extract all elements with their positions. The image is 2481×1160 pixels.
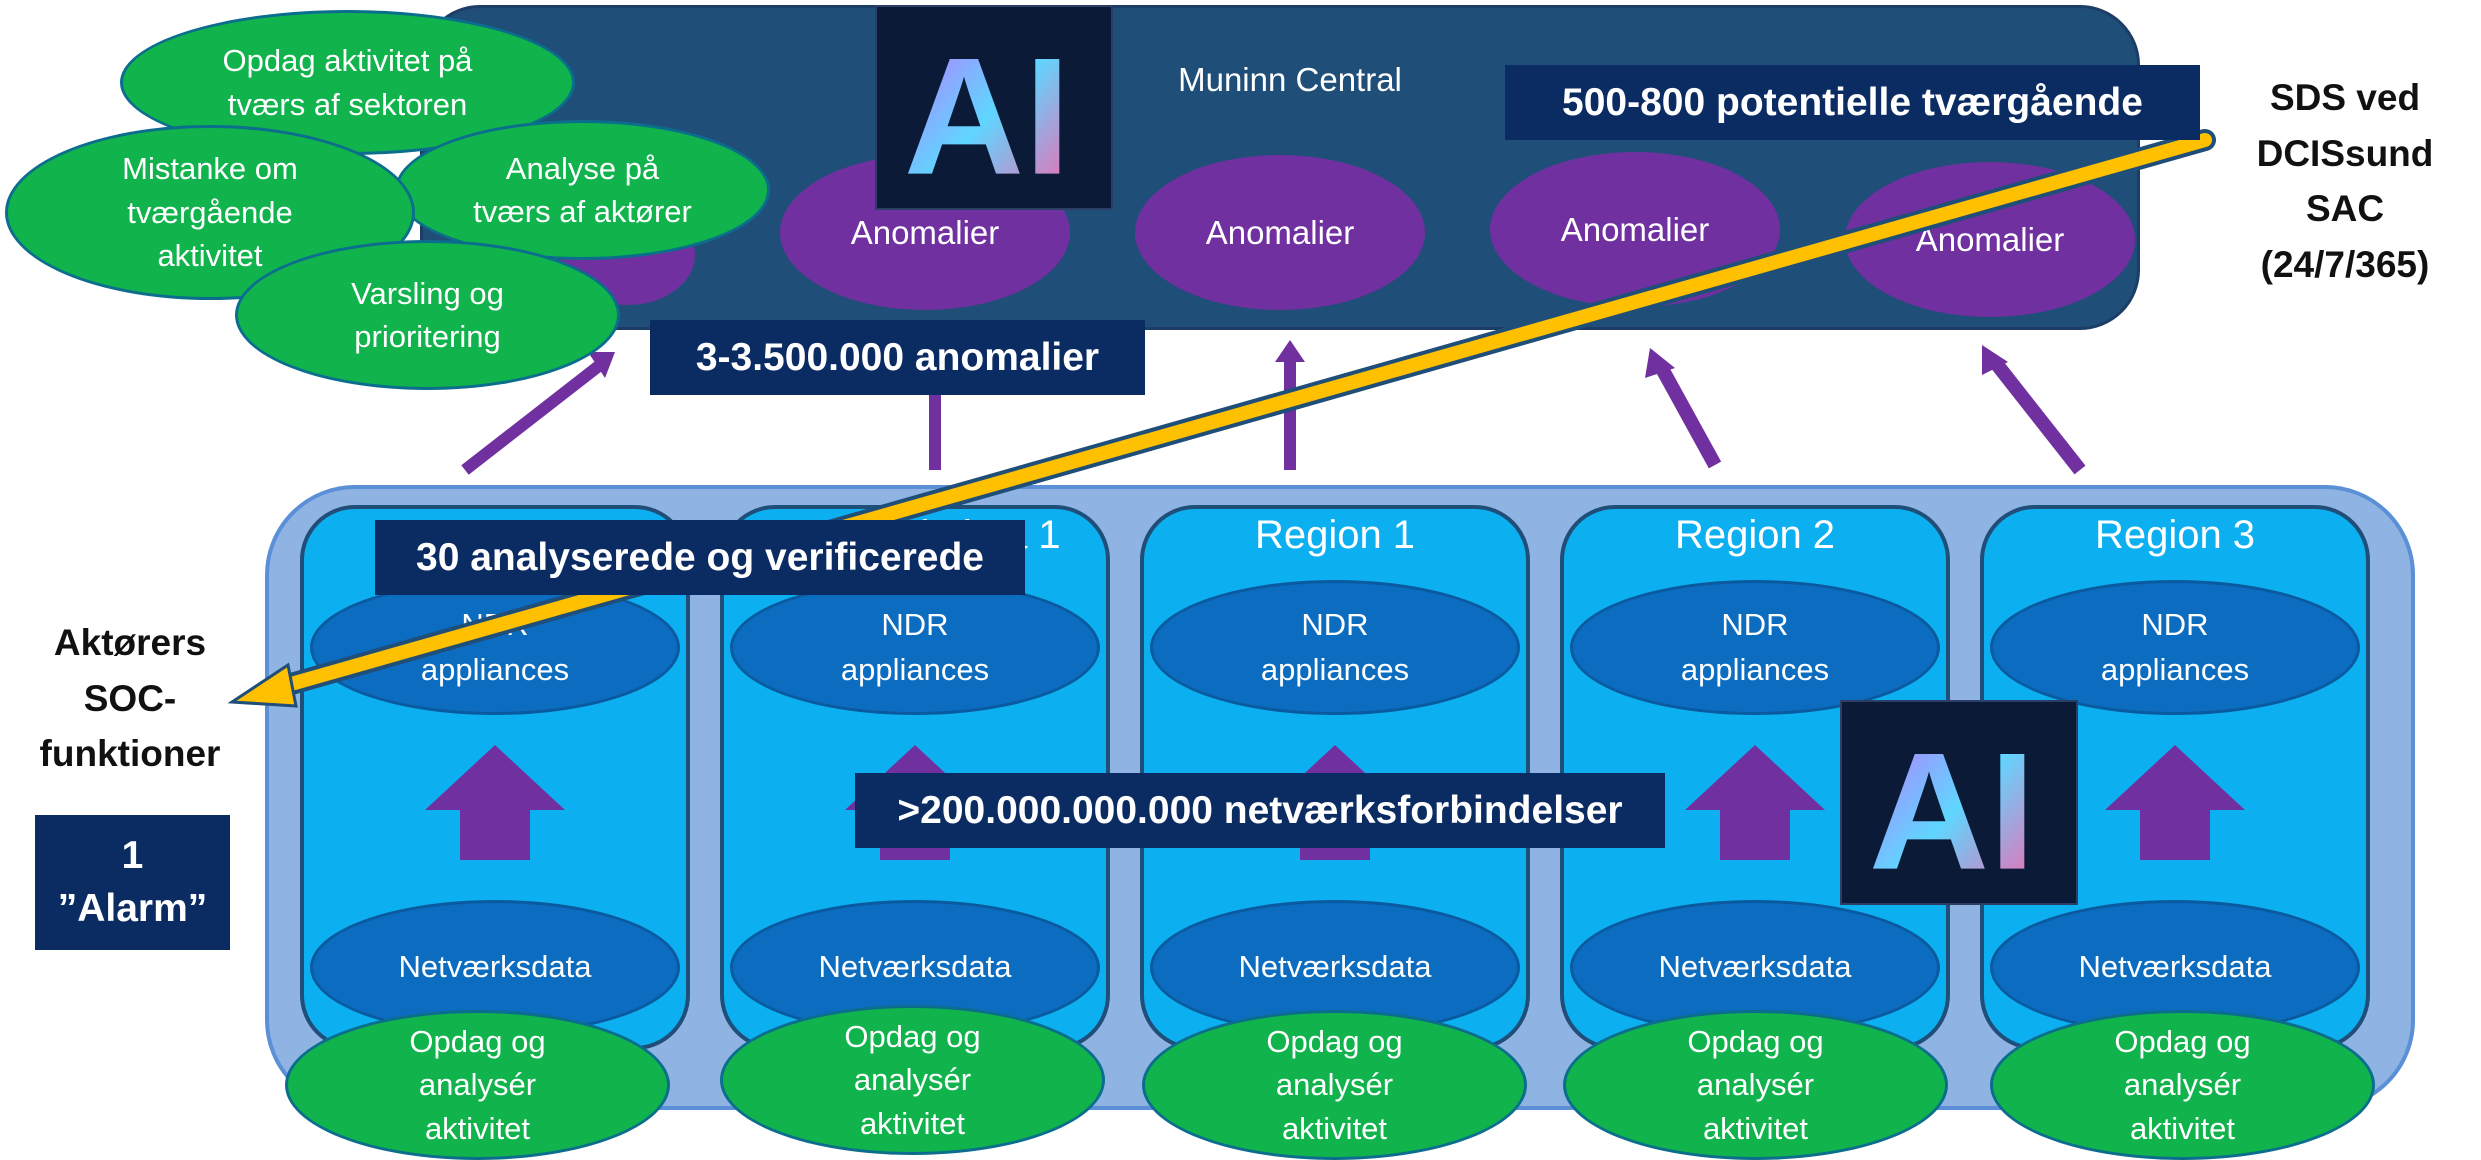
ndr-line: NDR [1301, 606, 1369, 642]
ndr-line: NDR [881, 606, 949, 642]
up-arrow [425, 745, 565, 860]
bubble-line: prioritering [354, 319, 501, 354]
actors-line: SOC- [83, 677, 177, 719]
flow-arrow [1653, 361, 1722, 469]
bubble-line: tværs af sektoren [227, 86, 468, 122]
label-connections: >200.000.000.000 netværksforbindelser [855, 773, 1665, 848]
ai-logo-graphic: AI [1869, 719, 2036, 903]
bubble-line: Varsling og [351, 275, 504, 311]
detect-ellipse: Opdag og analysér aktivitet [720, 1005, 1105, 1155]
detect-line: analysér [853, 1062, 972, 1098]
bubble-alerting: Varsling og prioritering [235, 240, 620, 390]
flow-arrow [1989, 357, 2086, 475]
escalation-arrow-head [227, 662, 298, 708]
detect-line: aktivitet [1281, 1110, 1388, 1146]
ndr-ellipse: NDR appliances [1570, 580, 1940, 715]
detect-line: Opdag og [2114, 1023, 2251, 1059]
detect-line: analysér [418, 1067, 537, 1103]
detect-line: Opdag og [1266, 1023, 1403, 1059]
central-title: Muninn Central [1178, 61, 1402, 98]
detect-line: aktivitet [424, 1110, 531, 1146]
escalation-arrow [263, 133, 2212, 697]
detect-line: Opdag og [844, 1018, 981, 1054]
sds-line: SAC [2305, 188, 2385, 229]
ndr-line: NDR [1721, 606, 1789, 642]
actors-line: funktioner [39, 733, 221, 774]
ai-text: AI [904, 24, 1071, 208]
detect-line: Opdag og [1687, 1023, 1824, 1059]
ndr-line: appliances [2100, 651, 2250, 687]
ndr-line: appliances [420, 651, 570, 687]
up-arrow [2105, 745, 2245, 860]
alarm-box: 1 ”Alarm” [35, 815, 230, 950]
bubble-line: Opdag aktivitet på [222, 43, 473, 79]
ai-logo: AI [1840, 700, 2078, 905]
actors-line: Aktørers [53, 622, 207, 663]
sds-line: SDS ved [2269, 77, 2421, 118]
up-arrow [1685, 745, 1825, 860]
panel-title: Region 2 [1674, 512, 1836, 557]
flow-arrow-head [588, 352, 615, 378]
label-potential: 500-800 potentielle tværgående [1505, 65, 2200, 140]
bubble-line: tværs af aktører [473, 194, 692, 229]
flow-arrow-head [1982, 345, 2008, 375]
sds-label: SDS ved DCISsund SAC (24/7/365) [2215, 70, 2475, 292]
ndr-line: appliances [840, 651, 990, 687]
detect-line: analysér [2123, 1067, 2242, 1103]
panel-title: Region 1 [1254, 512, 1416, 557]
bubble-line: Mistanke om [122, 151, 298, 187]
ndr-ellipse: NDR appliances [1990, 580, 2360, 715]
ndr-ellipse: NDR appliances [1150, 580, 1520, 715]
ndr-line: appliances [1260, 651, 1410, 687]
flow-arrow-head [1275, 340, 1305, 362]
detect-ellipse: Opdag og analysér aktivitet [285, 1010, 670, 1160]
panel-title: Region 3 [2094, 512, 2256, 557]
network-data-ellipse: Netværksdata [730, 900, 1100, 1035]
alarm-line: 1 [121, 833, 144, 877]
ndr-line: appliances [1680, 651, 1830, 687]
label-verified: 30 analyserede og verificerede [375, 520, 1025, 595]
ai-text: AI [1869, 719, 2036, 903]
anomaly-ellipse: Anomalier [1135, 155, 1425, 310]
bubble-line: Analyse på [505, 150, 660, 186]
ndr-line: NDR [2141, 606, 2209, 642]
detect-line: aktivitet [2129, 1110, 2236, 1146]
detect-ellipse: Opdag og analysér aktivitet [1990, 1010, 2375, 1160]
flow-arrow-head [1645, 348, 1675, 378]
actors-label: Aktørers SOC- funktioner [20, 615, 240, 782]
detect-line: Opdag og [409, 1023, 546, 1059]
flow-arrow [461, 360, 604, 475]
bubble-line: tværgående [127, 194, 293, 230]
detect-line: analysér [1696, 1067, 1815, 1103]
bubble-analysis: Analyse på tværs af aktører [395, 120, 770, 260]
sds-line: (24/7/365) [2260, 243, 2430, 285]
detect-ellipse: Opdag og analysér aktivitet [1142, 1010, 1527, 1160]
bubble-line: aktivitet [157, 238, 263, 274]
ai-logo-graphic: AI [904, 24, 1071, 208]
detect-line: analysér [1275, 1067, 1394, 1103]
ai-logo: AI [875, 5, 1113, 210]
sds-line: DCISsund [2256, 132, 2434, 174]
detect-ellipse: Opdag og analysér aktivitet [1563, 1010, 1948, 1160]
network-data-ellipse: Netværksdata [310, 900, 680, 1035]
alarm-line: ”Alarm” [57, 886, 208, 930]
detect-line: aktivitet [859, 1105, 966, 1141]
detect-line: aktivitet [1702, 1110, 1809, 1146]
label-anomalies: 3-3.500.000 anomalier [650, 320, 1145, 395]
